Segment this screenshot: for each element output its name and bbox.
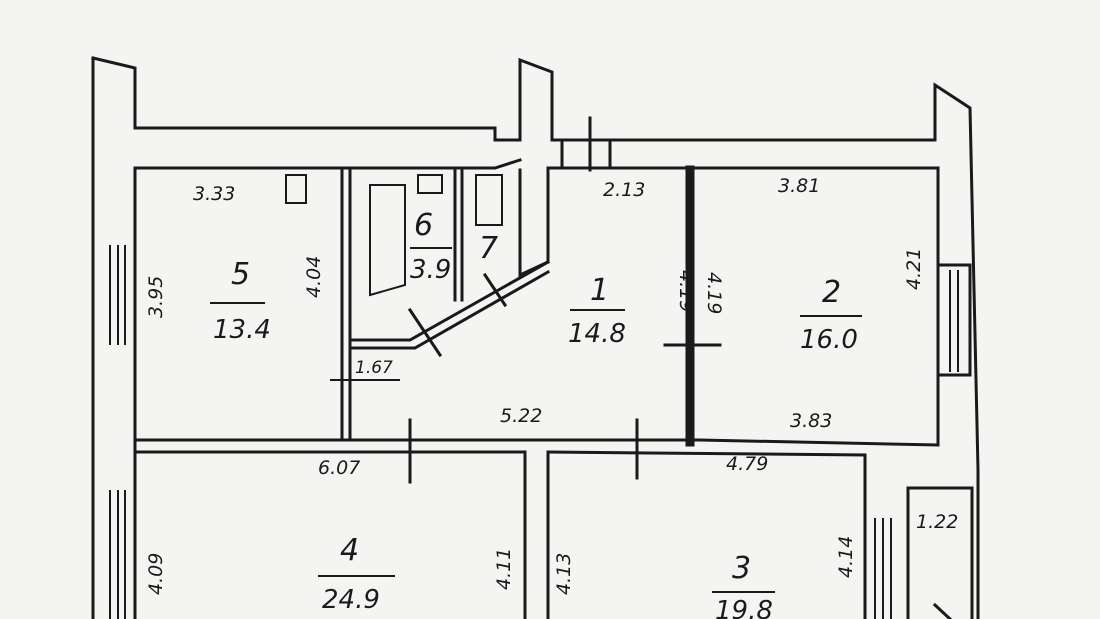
dim-room5-left: 3.95 bbox=[145, 276, 167, 318]
dim-room5-top: 3.33 bbox=[193, 183, 235, 205]
room5-number: 5 bbox=[231, 257, 250, 292]
window-room3 bbox=[874, 518, 892, 619]
bathtub bbox=[369, 184, 406, 297]
balcony-area: 1.22 bbox=[916, 511, 958, 533]
room4-number: 4 bbox=[340, 533, 359, 568]
wall-middle bbox=[133, 438, 940, 457]
wall-room5-right bbox=[340, 168, 352, 442]
walls bbox=[91, 56, 980, 619]
dim-room2-top: 3.81 bbox=[778, 175, 820, 197]
wall-room4-room3 bbox=[523, 450, 550, 619]
window-room2 bbox=[949, 270, 959, 372]
window-frame-room2 bbox=[936, 263, 972, 377]
dim-room1-top: 2.13 bbox=[603, 179, 645, 201]
sink-bath bbox=[417, 174, 443, 194]
dim-hall-bottom: 5.22 bbox=[500, 405, 542, 427]
windows bbox=[109, 245, 959, 619]
dim-room3-top: 4.79 bbox=[726, 453, 768, 475]
outer-wall-top bbox=[91, 56, 980, 619]
dim-room4-right: 4.11 bbox=[493, 548, 515, 590]
dim-room4-top: 6.07 bbox=[318, 457, 360, 479]
room-labels: 5 13.4 6 3.9 7 1 14.8 2 16.0 4 24.9 3 19… bbox=[210, 208, 958, 619]
room1-number: 1 bbox=[590, 273, 609, 308]
dim-room2-left: 4.19 bbox=[703, 272, 725, 314]
dim-room2-right: 4.21 bbox=[903, 248, 925, 290]
room6-number: 6 bbox=[414, 208, 433, 243]
fixtures bbox=[285, 174, 503, 297]
toilet bbox=[475, 174, 503, 226]
room6-area: 3.9 bbox=[410, 255, 451, 285]
room3-number: 3 bbox=[732, 551, 751, 586]
room7-number: 7 bbox=[479, 231, 498, 266]
dim-room3-right: 4.14 bbox=[835, 536, 857, 578]
dim-room4-left: 4.09 bbox=[145, 553, 167, 595]
door-jamb-top bbox=[560, 138, 612, 170]
dim-room1-right: 4.19 bbox=[675, 270, 697, 312]
room1-area: 14.8 bbox=[568, 319, 626, 349]
room3-area: 19.8 bbox=[715, 596, 773, 619]
dim-room5-right: 4.04 bbox=[303, 256, 325, 298]
window-room5 bbox=[109, 245, 126, 345]
dim-closet: 1.67 bbox=[355, 358, 393, 378]
door-marks-middle bbox=[408, 418, 639, 484]
dim-room3-left: 4.13 bbox=[553, 553, 575, 595]
window-room4 bbox=[109, 490, 126, 619]
balcony-mark bbox=[932, 602, 953, 619]
sink-room5 bbox=[285, 174, 307, 204]
inner-wall-top bbox=[133, 158, 940, 170]
diagonal-wall-inner bbox=[348, 269, 551, 350]
balcony-outline bbox=[906, 486, 974, 619]
dim-room2-bottom: 3.83 bbox=[790, 410, 832, 432]
room2-number: 2 bbox=[822, 275, 841, 310]
dimension-labels: 3.33 3.95 4.04 1.67 2.13 4.19 5.22 4.19 … bbox=[145, 175, 925, 595]
room2-area: 16.0 bbox=[800, 325, 858, 355]
room4-area: 24.9 bbox=[322, 585, 380, 615]
wall-room6-right bbox=[453, 168, 464, 302]
room5-area: 13.4 bbox=[213, 315, 271, 345]
door-swing-marks bbox=[407, 272, 508, 358]
diagonal-wall bbox=[348, 259, 551, 342]
